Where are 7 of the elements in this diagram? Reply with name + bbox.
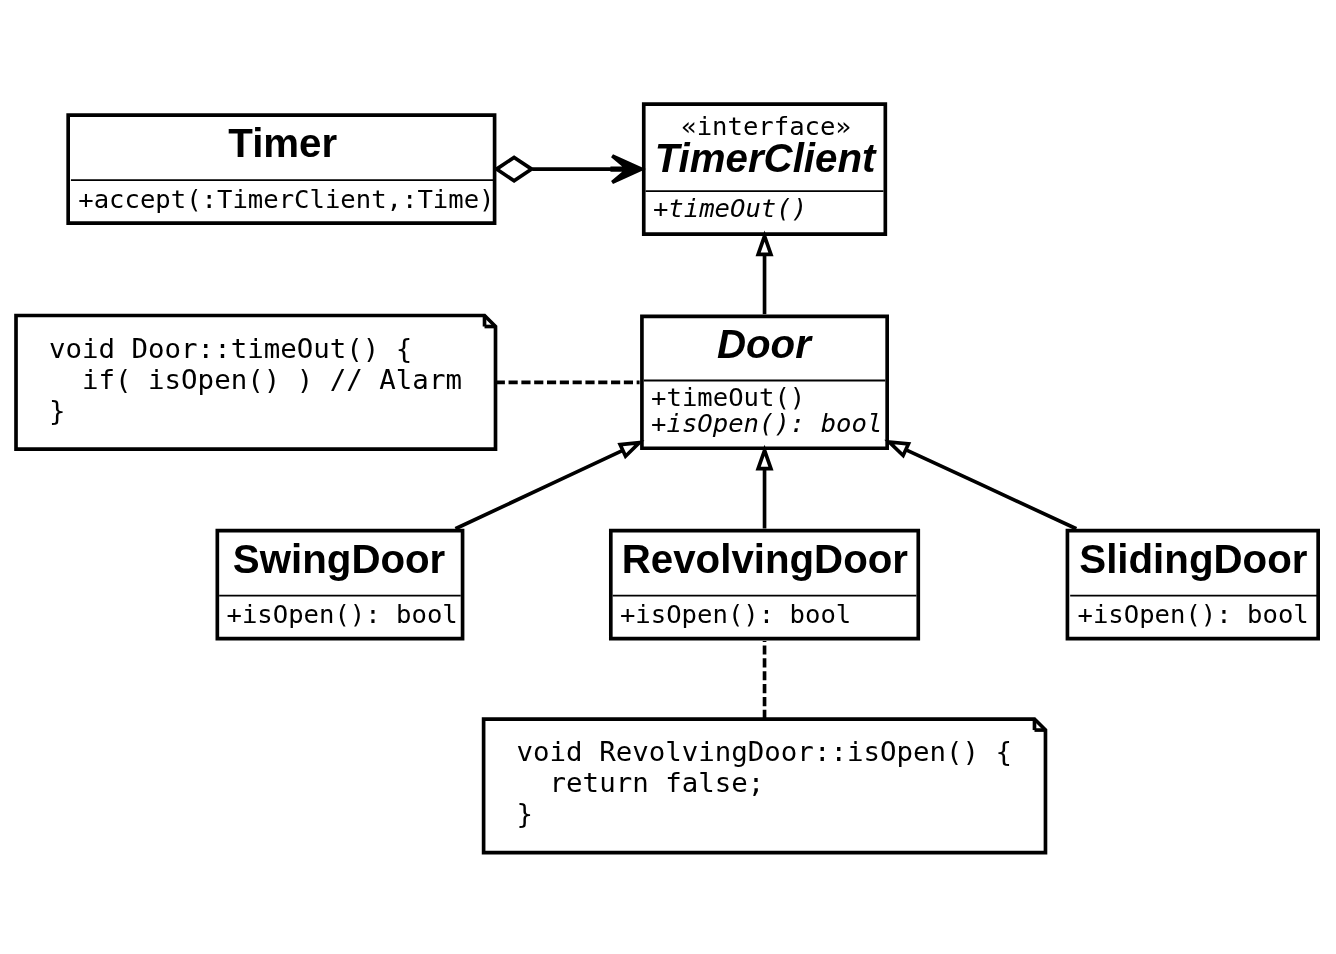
connector	[495, 380, 640, 384]
arrow	[884, 439, 1078, 530]
arrow	[755, 444, 774, 528]
arrow	[454, 439, 645, 530]
connector	[762, 640, 767, 719]
arrow	[755, 230, 774, 314]
arrow	[493, 153, 644, 184]
